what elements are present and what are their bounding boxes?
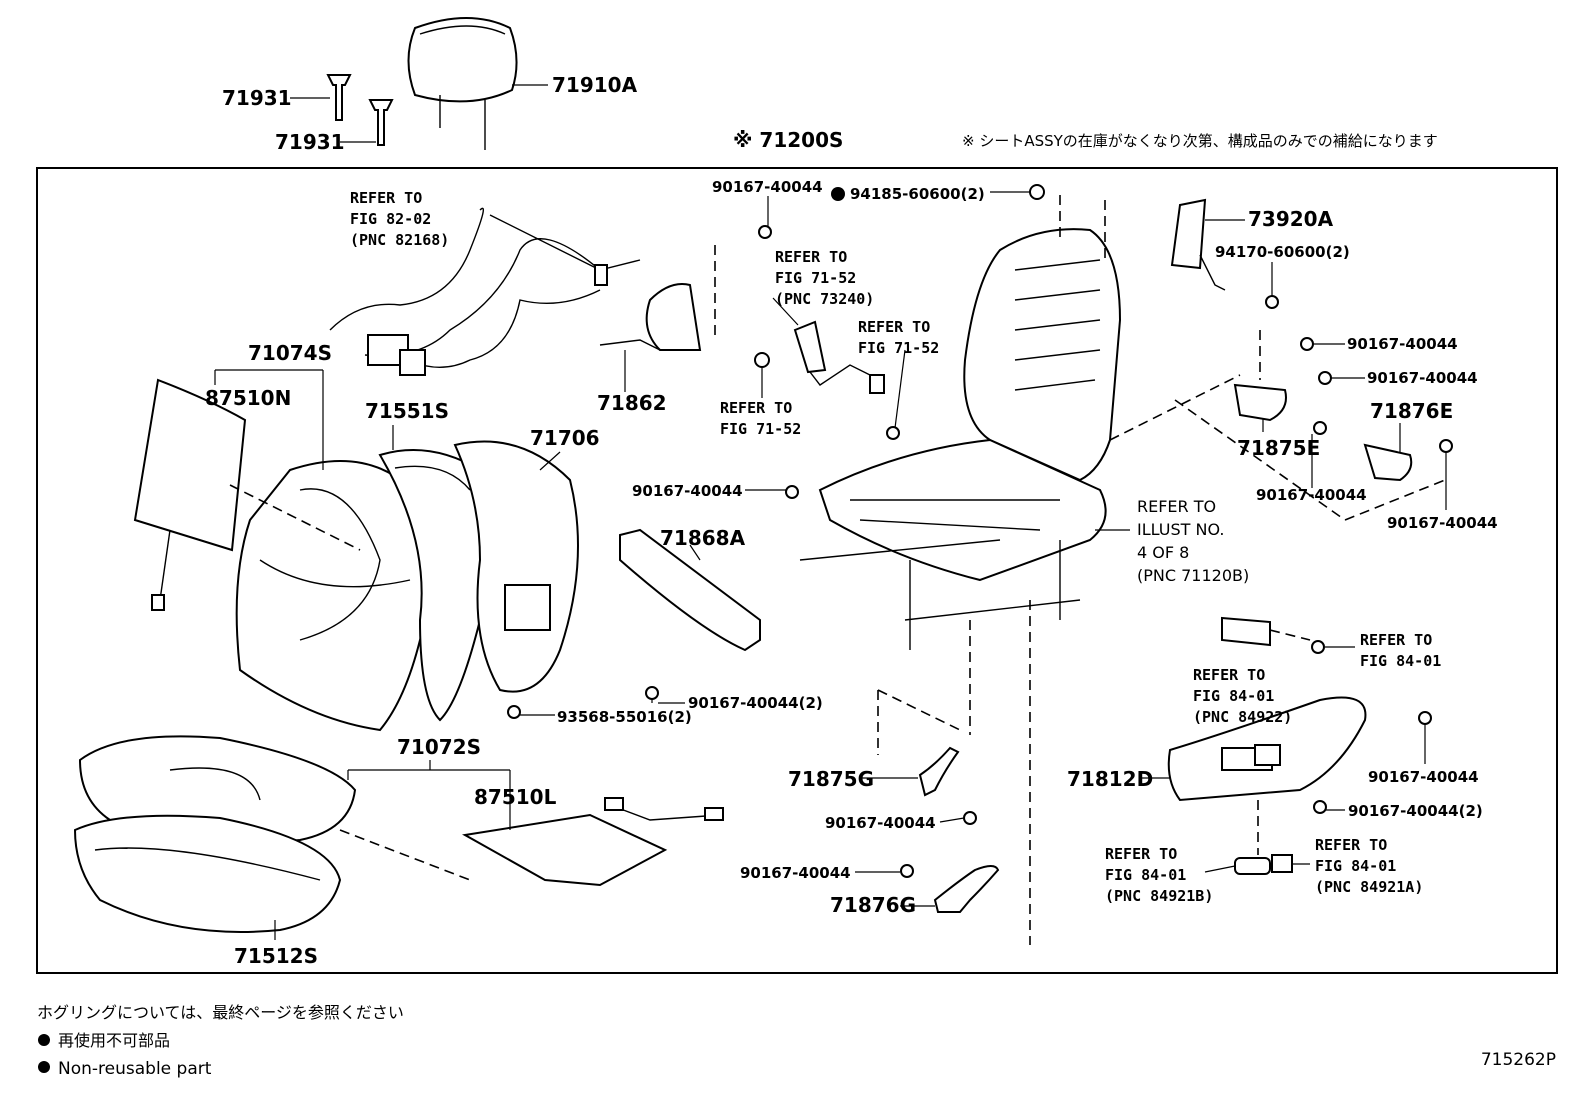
footer: ホグリングについては、最終ページを参照ください 再使用不可部品 Non-reus… — [37, 1003, 1556, 1079]
seatback-cover-71074S — [235, 460, 437, 732]
ref-fig-84-01-a: REFER TO FIG 84-01 — [1360, 631, 1441, 670]
ref-fig-84-01-c: REFER TO FIG 84-01 (PNC 84921B) — [1105, 845, 1213, 905]
label-94170: 94170-60600(2) — [1215, 243, 1350, 261]
label-71910A: 71910A — [552, 73, 638, 97]
ref-fig-71-52-b: REFER TO FIG 71-52 — [858, 318, 939, 357]
label-71512S: 71512S — [234, 944, 318, 968]
label-90167-d2: 90167-40044(2) — [1348, 802, 1483, 820]
label-71862: 71862 — [597, 391, 667, 415]
label-90167-r3: 90167-40044 — [1256, 486, 1367, 504]
label-71931-b: 71931 — [275, 130, 345, 154]
label-90167-g1: 90167-40044 — [825, 814, 936, 832]
label-87510L: 87510L — [474, 785, 557, 809]
non-reusable-marker-icon — [831, 187, 845, 201]
seat-cushion-heater-87510L — [462, 797, 724, 887]
ref-fig-84-01-d: REFER TO FIG 84-01 (PNC 84921A) — [1315, 836, 1423, 896]
ref-fig-71-52-a: REFER TO FIG 71-52 (PNC 73240) — [775, 248, 874, 308]
hog-ring-note: ホグリングについては、最終ページを参照ください — [37, 1003, 404, 1022]
label-90167-r4: 90167-40044 — [1387, 514, 1498, 532]
refer-blocks: REFER TO FIG 82-02 (PNC 82168) REFER TO … — [350, 189, 1441, 905]
label-71200S: ※ 71200S — [733, 128, 843, 152]
side-shield-71868A — [619, 528, 761, 652]
part-labels: 71931 71931 71910A ※ 71200S ※ シートASSYの在庫… — [205, 73, 1498, 968]
label-90167-r1: 90167-40044 — [1347, 335, 1458, 353]
label-71875E: 71875E — [1237, 436, 1320, 460]
headrest-71910A — [407, 17, 518, 150]
switch-bracket — [1221, 616, 1271, 647]
recliner-cover-71876E — [1363, 443, 1413, 482]
legend-en: Non-reusable part — [58, 1059, 212, 1079]
lever-cover-71876G — [933, 865, 1000, 913]
label-71706: 71706 — [530, 426, 600, 450]
label-71551S: 71551S — [365, 399, 449, 423]
label-71812D: 71812D — [1067, 767, 1153, 791]
leader-lines — [214, 191, 1447, 940]
seat-side-cover-71812D — [1167, 696, 1367, 802]
label-93568: 93568-55016(2) — [557, 708, 692, 726]
label-94185: 94185-60600(2) — [850, 185, 985, 203]
retractor-71862 — [599, 283, 702, 351]
stock-note: ※ シートASSYの在庫がなくなり次第、構成品のみでの補給になります — [962, 132, 1438, 150]
switch-knob-84921A — [1271, 854, 1293, 873]
ref-fig-82-02: REFER TO FIG 82-02 (PNC 82168) — [350, 189, 449, 249]
ref-fig-71-52-c: REFER TO FIG 71-52 — [720, 399, 801, 438]
bullet-icon — [38, 1034, 50, 1046]
seatback-heater-87510N — [133, 378, 247, 611]
figure-code: 715262P — [1481, 1050, 1556, 1070]
seat-belt-buckle — [793, 320, 885, 394]
label-71074S: 71074S — [248, 341, 332, 365]
seatback-board-71706 — [453, 440, 579, 693]
label-71876G: 71876G — [830, 893, 916, 917]
label-90167-g2: 90167-40044 — [740, 864, 851, 882]
label-71875G: 71875G — [788, 767, 874, 791]
label-73920A: 73920A — [1248, 207, 1334, 231]
label-90167-2a: 90167-40044(2) — [688, 694, 823, 712]
recliner-cover-71875E — [1233, 383, 1287, 422]
seat-cushion-pad-71512S — [73, 814, 342, 933]
legend-jp: 再使用不可部品 — [58, 1031, 170, 1050]
label-90167-top: 90167-40044 — [712, 178, 823, 196]
side-airbag-73920A — [1170, 198, 1226, 291]
label-71072S: 71072S — [397, 735, 481, 759]
label-71931-a: 71931 — [222, 86, 292, 110]
label-90167-mid: 90167-40044 — [632, 482, 743, 500]
ref-fig-84-01-b: REFER TO FIG 84-01 (PNC 84922) — [1193, 666, 1292, 726]
diagram-frame — [36, 167, 1558, 974]
headrest-guide-71931-a — [326, 74, 352, 121]
switch-knob-84921B — [1234, 857, 1271, 875]
label-71876E: 71876E — [1370, 399, 1453, 423]
label-87510N: 87510N — [205, 386, 291, 410]
seat-frame — [799, 228, 1122, 650]
label-90167-d1: 90167-40044 — [1368, 768, 1479, 786]
lever-cover-71875G — [918, 746, 960, 797]
label-90167-r2: 90167-40044 — [1367, 369, 1478, 387]
label-71868A: 71868A — [660, 526, 746, 550]
bolt-icons — [507, 184, 1453, 878]
wire-harness — [329, 207, 641, 376]
headrest-guide-71931-b — [368, 99, 394, 146]
ref-illust-4-of-8: REFER TO ILLUST NO. 4 OF 8 (PNC 71120B) — [1137, 497, 1249, 585]
bullet-icon — [38, 1061, 50, 1073]
